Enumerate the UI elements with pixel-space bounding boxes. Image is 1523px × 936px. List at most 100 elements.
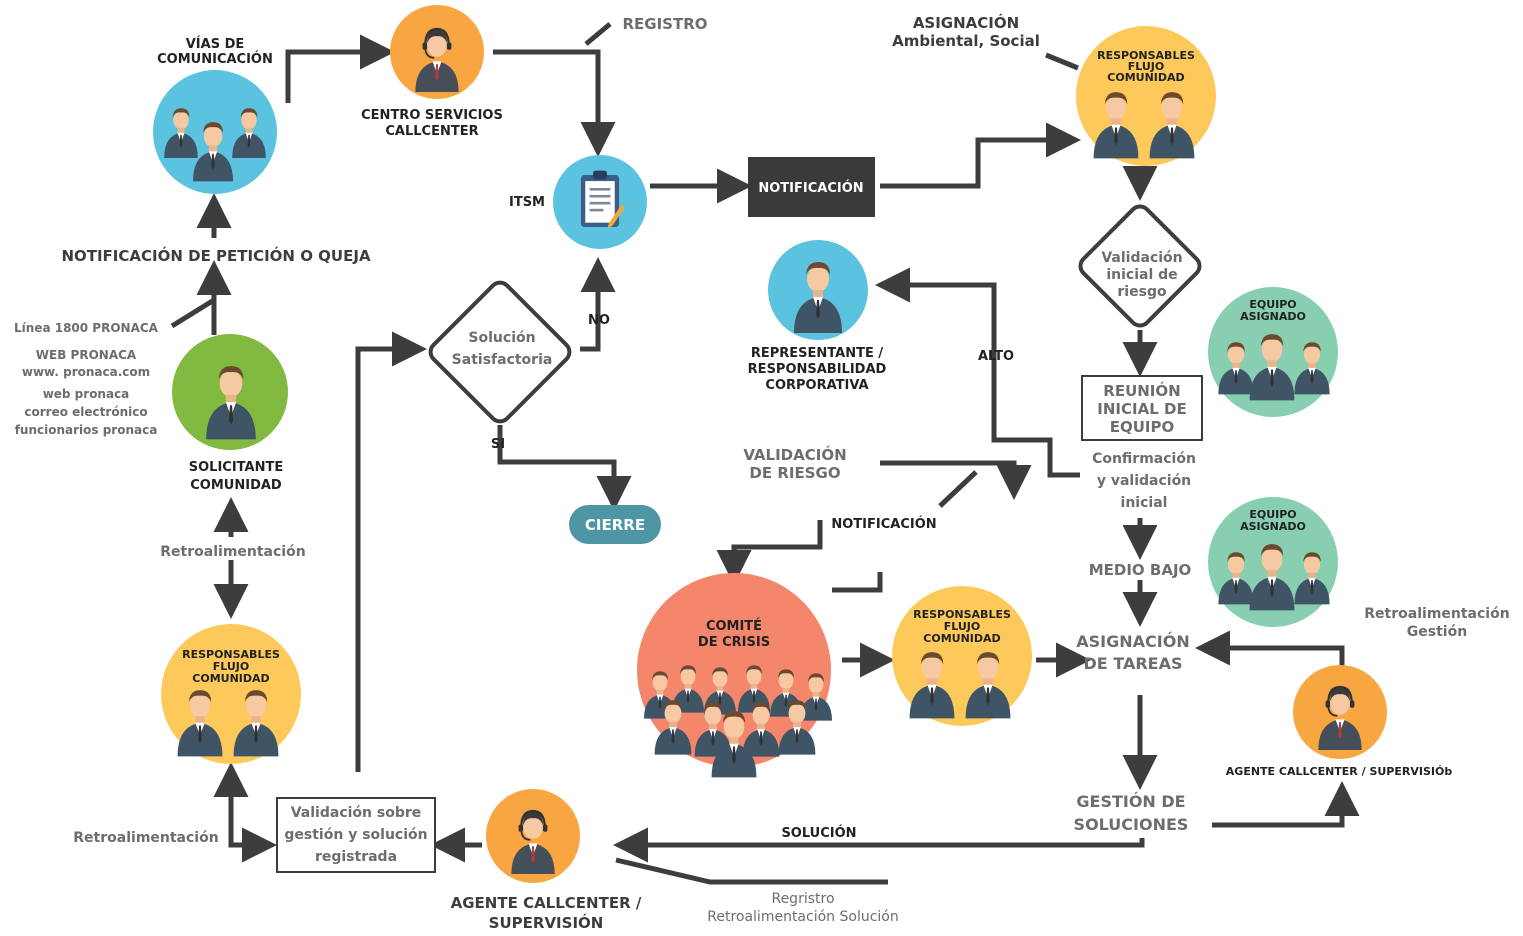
- centro-servicios-circle: [390, 5, 484, 99]
- label-agente-bottom-1: AGENTE CALLCENTER /: [451, 894, 642, 912]
- label-no: NO: [588, 313, 610, 328]
- label-validacion-1: Validación: [1101, 250, 1182, 266]
- label-confirm-2: y validación: [1097, 473, 1191, 489]
- responsables-top-circle: [1076, 26, 1216, 166]
- label-si: SI: [491, 437, 505, 452]
- label-equipo-1b: ASIGNADO: [1240, 310, 1306, 323]
- label-resp-left-1: RESPONSABLES: [182, 648, 280, 661]
- arrow-validacion-sobre-to-solucion: [355, 331, 427, 772]
- label-solicitante-1: SOLICITANTE: [189, 460, 283, 475]
- arrow-linea-to-notif: [170, 297, 216, 329]
- agente-bottom-circle: [486, 789, 580, 883]
- notificacion-tick: [938, 470, 978, 508]
- arrow-notificacion-to-responsables: [880, 122, 1081, 189]
- cierre-pill: [569, 505, 661, 544]
- arrow-retro-to-asignacion: [1195, 630, 1345, 668]
- diamond-solucion: [428, 280, 572, 424]
- label-asig-tareas-1: ASIGNACIÓN: [1076, 632, 1189, 651]
- label-valsobre-3: registrada: [315, 849, 397, 865]
- label-asignacion-2: Ambiental, Social: [892, 32, 1040, 50]
- agente-right-circle: [1293, 665, 1387, 759]
- arrow-centro-to-itsm: [493, 49, 616, 157]
- label-registro: REGISTRO: [622, 15, 707, 33]
- label-medio-bajo: MEDIO BAJO: [1089, 561, 1192, 579]
- arrow-gestion-to-agente-right: [1212, 781, 1360, 828]
- asignacion-tick: [1045, 52, 1079, 71]
- equipo-asignado-2-circle: [1208, 497, 1338, 627]
- label-valsobre-2: gestión y solución: [284, 827, 427, 843]
- arrow-notificacion-to-comite: [716, 520, 823, 585]
- label-solucion-2: Satisfactoria: [452, 352, 553, 368]
- label-vias-1: VÍAS DE: [186, 36, 245, 52]
- arrow-si-to-cierre: [497, 425, 632, 511]
- label-notif-peticion: NOTIFICACIÓN DE PETICIÓN O QUEJA: [61, 246, 371, 265]
- label-valriesgo-1: VALIDACIÓN: [743, 445, 846, 464]
- label-web-5: funcionarios pronaca: [15, 423, 158, 437]
- diamond-validacion: [1078, 204, 1202, 328]
- label-rep-2: RESPONSABILIDAD: [748, 362, 887, 377]
- arrow-alto-to-representante: [875, 267, 1080, 478]
- label-gestion-2: SOLUCIONES: [1074, 815, 1189, 834]
- connectors: [170, 22, 1360, 885]
- label-reunion-1: REUNIÓN: [1103, 381, 1180, 400]
- label-itsm: ITSM: [509, 195, 545, 210]
- label-asignacion-1: ASIGNACIÓN: [913, 13, 1019, 32]
- label-asig-tareas-2: DE TAREAS: [1084, 654, 1183, 673]
- arrow-vias-to-centro: [285, 34, 395, 103]
- label-rep-1: REPRESENTANTE /: [751, 346, 884, 361]
- label-solucion-arrow: SOLUCIÓN: [781, 825, 856, 841]
- label-linea: Línea 1800 PRONACA: [14, 321, 159, 335]
- label-valriesgo-2: DE RIESGO: [749, 464, 840, 482]
- label-gestion-1: GESTIÓN DE: [1076, 792, 1185, 811]
- label-rep-3: CORPORATIVA: [765, 378, 868, 393]
- label-resp-top-2: FLUJO: [1128, 60, 1165, 73]
- vias-comunicacion-circle: [153, 70, 277, 194]
- label-solucion-1: Solución: [468, 330, 535, 346]
- label-equipo-2b: ASIGNADO: [1240, 520, 1306, 533]
- label-equipo-1a: EQUIPO: [1249, 298, 1296, 311]
- label-retro-1: Retroalimentación: [160, 544, 305, 560]
- comite-crisis-circle: [637, 573, 832, 778]
- label-retro-2: Retroalimentación: [73, 830, 218, 846]
- label-agente-right: AGENTE CALLCENTER / SUPERVISIÓb: [1226, 765, 1453, 778]
- label-web-4: correo electrónico: [24, 405, 147, 419]
- notificacion-box: [748, 157, 875, 217]
- label-vias-2: COMUNICACIÓN: [157, 51, 273, 67]
- label-comite-1: COMITÉ: [706, 618, 762, 634]
- label-centro-2: CALLCENTER: [385, 124, 478, 139]
- label-valsobre-1: Validación sobre: [291, 805, 422, 821]
- label-confirm-3: inicial: [1121, 495, 1168, 511]
- label-confirm-1: Confirmación: [1092, 451, 1196, 467]
- label-resp-mid-3: COMUNIDAD: [923, 632, 1000, 645]
- arrow-solucion-to-agente-bottom: [613, 827, 1145, 863]
- registro-tick: [584, 22, 612, 46]
- label-resp-top-3: COMUNIDAD: [1107, 71, 1184, 84]
- label-reunion-3: EQUIPO: [1110, 418, 1175, 436]
- arrow-no-to-itsm: [580, 257, 616, 352]
- label-centro-1: CENTRO SERVICIOS: [361, 108, 503, 123]
- label-agente-bottom-2: SUPERVISIÓN: [489, 913, 604, 932]
- arrow-valriesgo-down: [880, 460, 1032, 500]
- label-equipo-2a: EQUIPO: [1249, 508, 1296, 521]
- label-alto: ALTO: [978, 349, 1014, 364]
- label-web-3: web pronaca: [43, 387, 130, 401]
- label-regristro-2: Retroalimentación Solución: [707, 909, 898, 925]
- regristro-line: [615, 857, 888, 885]
- label-resp-left-3: COMUNIDAD: [192, 672, 269, 685]
- label-reunion-2: INICIAL DE: [1097, 400, 1186, 418]
- representante-circle: [768, 240, 868, 340]
- label-solicitante-2: COMUNIDAD: [190, 478, 282, 493]
- validacion-sobre-box: [276, 797, 436, 873]
- label-web-1: WEB PRONACA: [36, 348, 137, 362]
- label-resp-mid-2: FLUJO: [944, 620, 981, 633]
- equipo-asignado-1-circle: [1208, 287, 1338, 417]
- label-validacion-2: inicial de: [1106, 267, 1177, 283]
- label-retro-gestion-1: Retroalimentación: [1364, 606, 1509, 622]
- label-comite-2: DE CRISIS: [698, 635, 770, 650]
- label-notificacion-2: NOTIFICACIÓN: [831, 516, 936, 532]
- label-notificacion-box: NOTIFICACIÓN: [758, 180, 863, 196]
- label-web-2: www. pronaca.com: [22, 365, 150, 379]
- label-retro-gestion-2: Gestión: [1407, 624, 1467, 640]
- itsm-circle: [553, 155, 647, 249]
